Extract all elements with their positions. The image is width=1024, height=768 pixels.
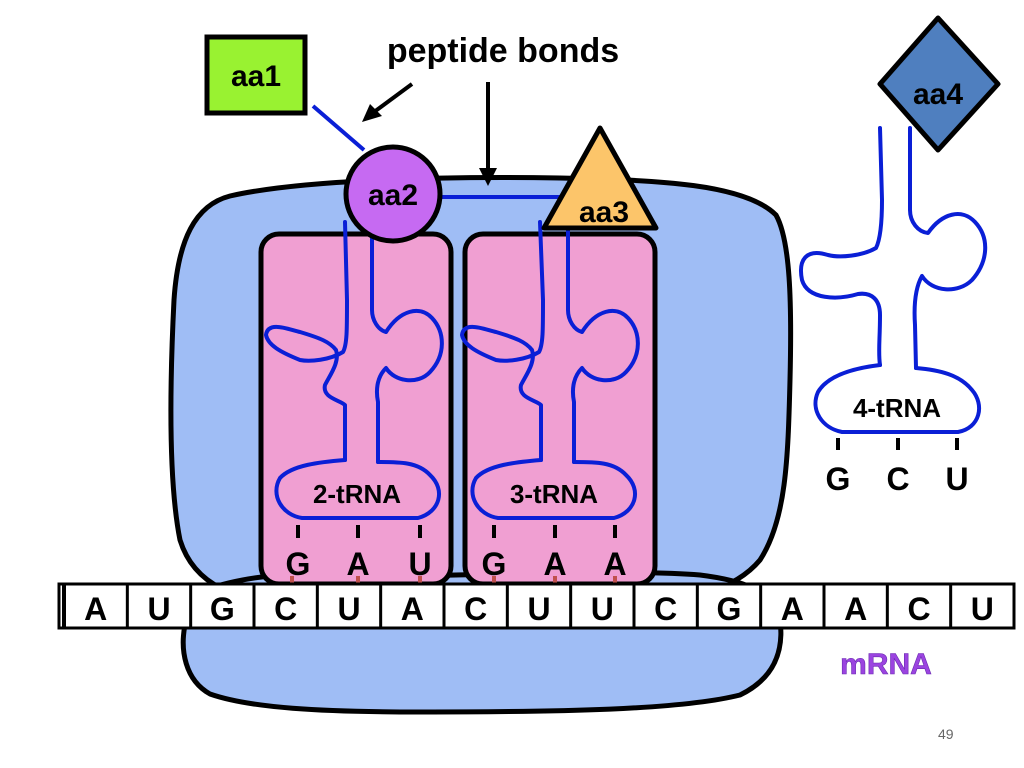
aa2-label: aa2	[368, 179, 418, 212]
anticodon-base: G	[826, 461, 851, 497]
peptide-bonds-label: peptide bonds	[387, 32, 619, 70]
anticodon-base: A	[543, 546, 566, 582]
mrna-base: U	[527, 591, 550, 627]
mrna-base: U	[591, 591, 614, 627]
peptide-bond-aa1-aa2	[311, 104, 366, 152]
trna-3-label: 3-tRNA	[510, 479, 598, 509]
trna-3-strand	[460, 220, 640, 520]
aa1-square	[204, 34, 308, 116]
aa4-label: aa4	[913, 78, 963, 111]
mrna-base: U	[971, 591, 994, 627]
trna-2-label: 2-tRNA	[313, 479, 401, 509]
anticodon-base: U	[408, 546, 431, 582]
anticodon-base: A	[346, 546, 369, 582]
mrna-base: G	[717, 591, 742, 627]
mrna-base: U	[147, 591, 170, 627]
mrna-base: A	[781, 591, 804, 627]
aa2-circle	[343, 144, 443, 244]
anticodon-base: U	[945, 461, 968, 497]
aa4-diamond	[877, 15, 1001, 153]
trna-4-anticodon: G C U	[826, 438, 969, 497]
mrna-base: A	[401, 591, 424, 627]
mrna-base: G	[210, 591, 235, 627]
aa1-label: aa1	[231, 60, 281, 93]
trna-4-label: 4-tRNA	[853, 393, 941, 423]
slide-number: 49	[938, 726, 954, 742]
arrow-to-bond-2	[479, 82, 497, 186]
mrna-base: C	[274, 591, 297, 627]
mrna-base: U	[337, 591, 360, 627]
trna-4-strand	[799, 126, 988, 434]
mrna-base: C	[654, 591, 677, 627]
anticodon-base: A	[603, 546, 626, 582]
mrna-base: A	[844, 591, 867, 627]
arrow-to-bond-1	[362, 82, 414, 122]
trna-2-strand	[264, 220, 444, 520]
trna-3-anticodon: G A A	[482, 525, 627, 586]
mrna-base: C	[907, 591, 930, 627]
mrna-label: mRNA	[840, 648, 932, 681]
anticodon-base: G	[286, 546, 311, 582]
mrna-base: C	[464, 591, 487, 627]
anticodon-base: C	[886, 461, 909, 497]
aa3-label: aa3	[579, 196, 629, 229]
aa3-triangle	[541, 125, 659, 231]
mrna-base: A	[84, 591, 107, 627]
